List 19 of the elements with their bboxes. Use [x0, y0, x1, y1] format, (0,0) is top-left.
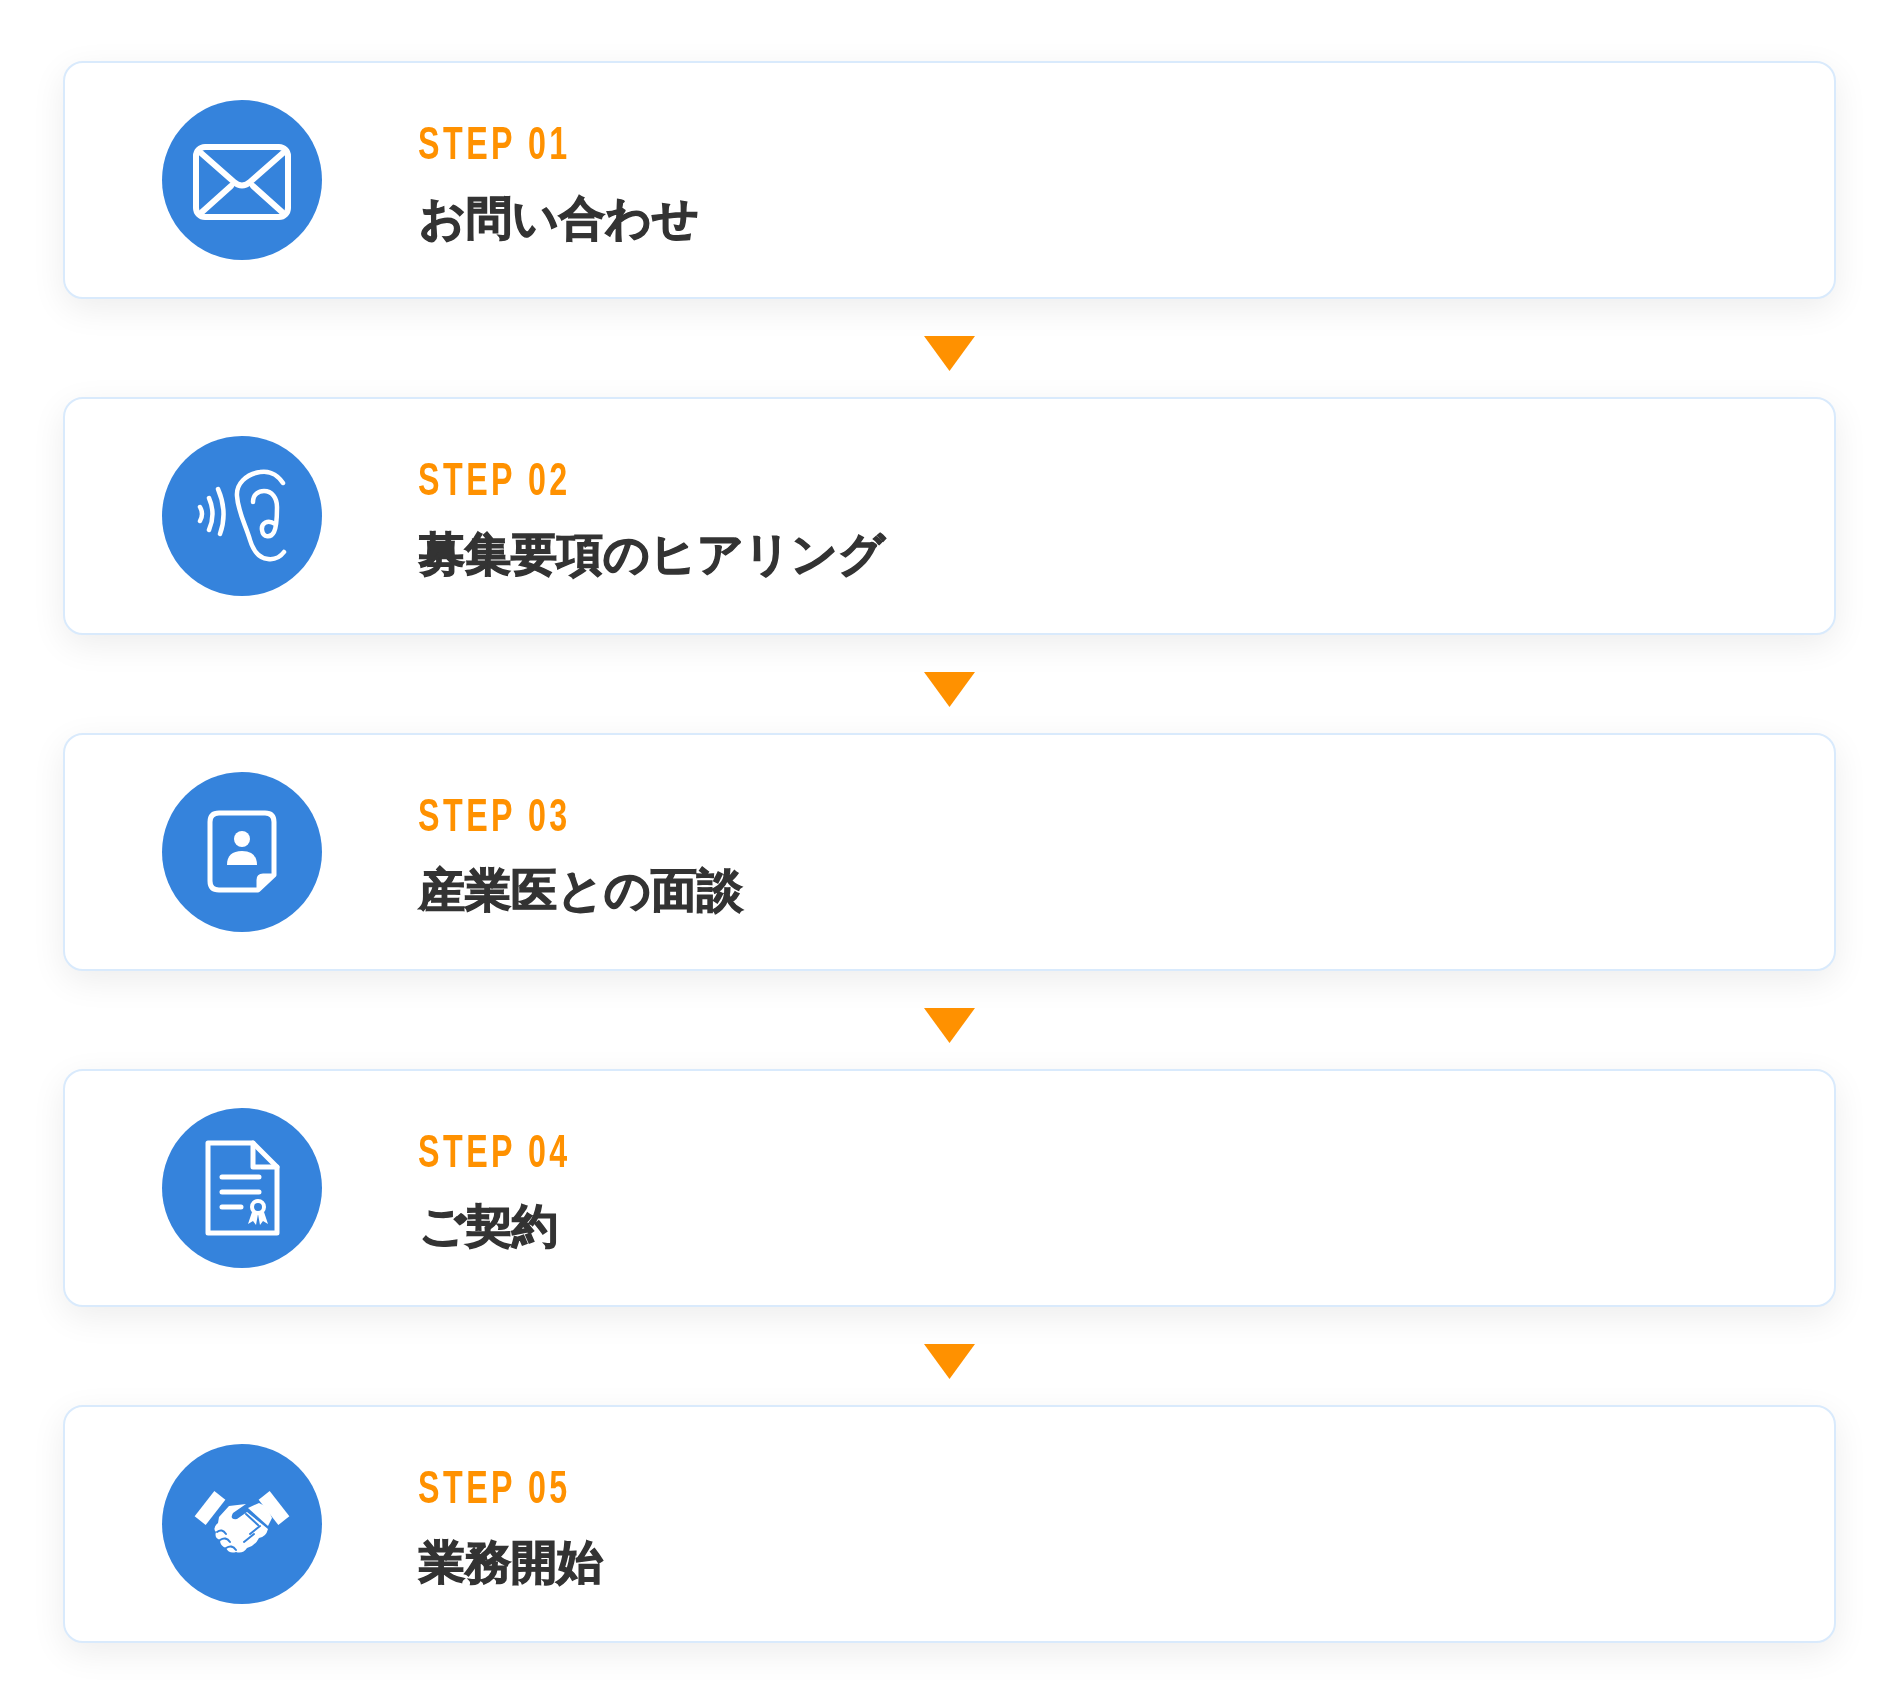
step-number: STEP 05	[418, 1464, 571, 1510]
step-number: STEP 04	[418, 1128, 571, 1174]
step-number: STEP 02	[418, 456, 571, 502]
step-card	[63, 1405, 1836, 1643]
step-card	[63, 1069, 1836, 1307]
step-card	[63, 733, 1836, 971]
step-title: ご契約	[419, 1199, 558, 1255]
step-title: お問い合わせ	[419, 191, 699, 247]
step-card	[63, 61, 1836, 299]
arrow	[924, 1008, 975, 1044]
step-card	[63, 397, 1836, 635]
step-title: 募集要項のヒアリング	[419, 527, 885, 583]
step-title: 業務開始	[419, 1535, 603, 1591]
arrow	[924, 1344, 975, 1380]
step-number: STEP 01	[418, 120, 571, 166]
arrow	[924, 336, 975, 372]
step-title: 産業医との面談	[419, 863, 743, 919]
step-number: STEP 03	[418, 792, 571, 838]
arrow	[924, 672, 975, 708]
